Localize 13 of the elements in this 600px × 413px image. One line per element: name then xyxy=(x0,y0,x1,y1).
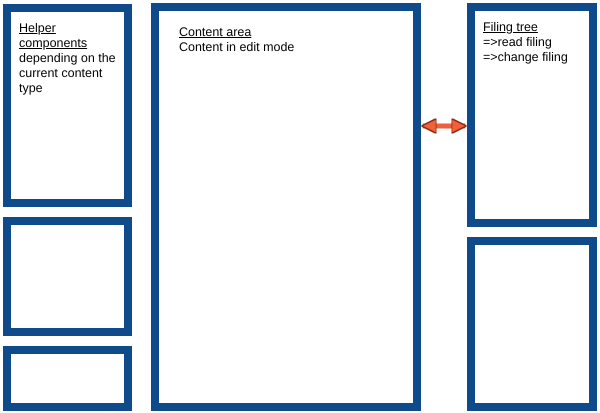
panel-text: =>read filing xyxy=(483,35,553,50)
empty-panel-box xyxy=(467,237,597,411)
panel-box xyxy=(151,3,421,411)
panel-heading: Content area xyxy=(179,25,252,40)
empty-panel-box xyxy=(3,346,132,411)
panel-text: =>change filing xyxy=(483,50,569,65)
panel-text: Content in edit mode xyxy=(179,40,296,55)
double-arrow xyxy=(420,118,468,134)
panel-box xyxy=(467,3,597,227)
empty-panel-box xyxy=(3,217,132,336)
panel-heading: Filing tree xyxy=(483,20,539,35)
panel-box xyxy=(3,4,132,207)
panel-text: depending on the current content type xyxy=(19,51,117,96)
